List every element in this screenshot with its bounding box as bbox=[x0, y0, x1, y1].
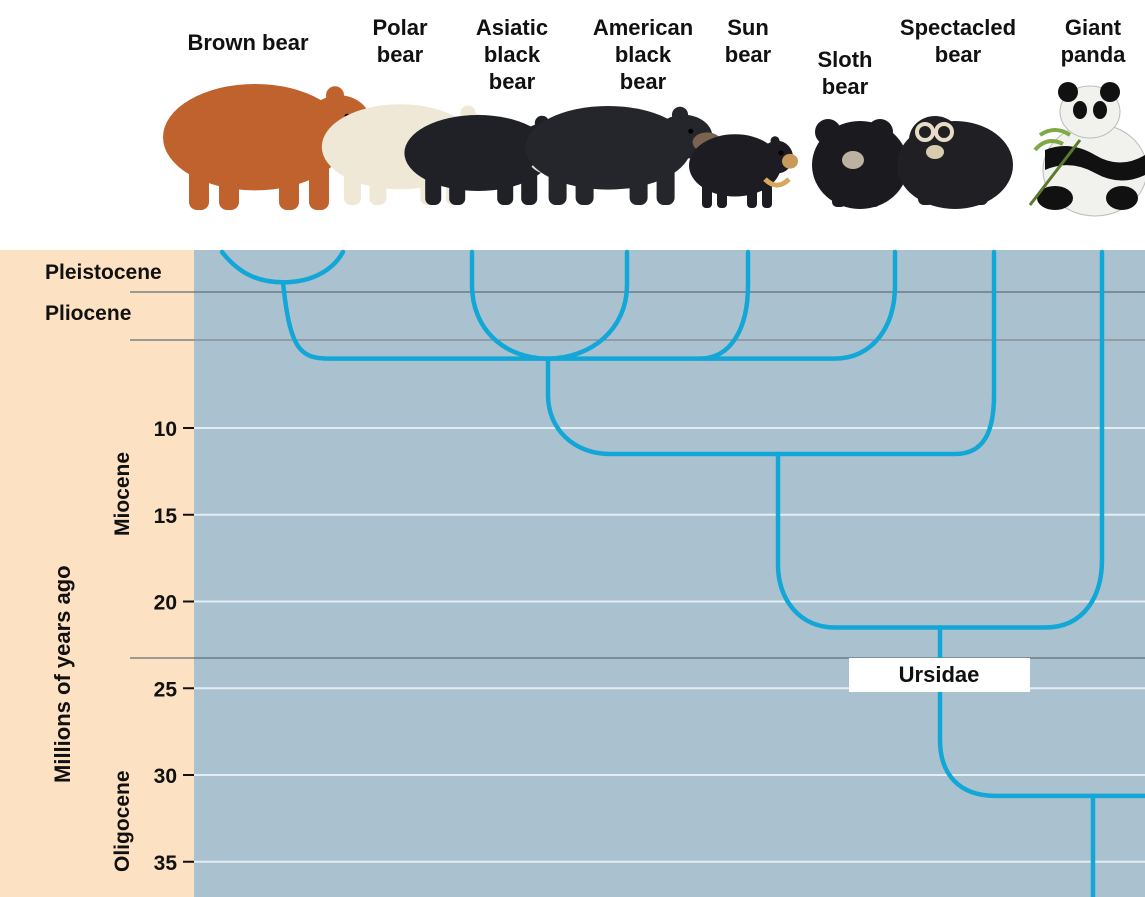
label-line: panda bbox=[1061, 42, 1127, 67]
label-line: Sun bbox=[727, 15, 769, 40]
label-line: Brown bear bbox=[187, 30, 308, 55]
giant-panda-illustration bbox=[1030, 82, 1145, 216]
ursidae-label: Ursidae bbox=[899, 662, 980, 687]
epoch-label-oligocene: Oligocene bbox=[111, 770, 134, 872]
axis-title: Millions of years ago bbox=[50, 565, 75, 783]
phylogeny-panel bbox=[194, 250, 1145, 897]
tick-label-30: 30 bbox=[154, 765, 177, 788]
label-line: black bbox=[615, 42, 672, 67]
label-line: bear bbox=[620, 69, 667, 94]
label-line: Asiatic bbox=[476, 15, 548, 40]
sloth-bear-illustration bbox=[812, 119, 908, 209]
tick-label-35: 35 bbox=[154, 852, 178, 875]
epoch-label-miocene: Miocene bbox=[111, 452, 134, 536]
label-line: bear bbox=[822, 74, 869, 99]
spectacled-bear-illustration bbox=[897, 116, 1013, 209]
label-line: Giant bbox=[1065, 15, 1122, 40]
epoch-label-pliocene: Pliocene bbox=[45, 302, 131, 325]
label-line: bear bbox=[725, 42, 772, 67]
label-line: American bbox=[593, 15, 693, 40]
label-line: Spectacled bbox=[900, 15, 1016, 40]
timeline-sidebar bbox=[0, 250, 194, 897]
label-line: bear bbox=[935, 42, 982, 67]
label-line: Polar bbox=[372, 15, 427, 40]
epoch-label-pleistocene: Pleistocene bbox=[45, 261, 162, 284]
sun-bear-illustration bbox=[689, 134, 798, 208]
tick-label-10: 10 bbox=[154, 418, 177, 441]
label-line: black bbox=[484, 42, 541, 67]
tick-label-20: 20 bbox=[154, 592, 177, 615]
label-line: bear bbox=[489, 69, 536, 94]
label-brown-bear: Brown bear bbox=[187, 30, 308, 55]
tick-label-25: 25 bbox=[154, 678, 178, 701]
label-line: bear bbox=[377, 42, 424, 67]
label-line: Sloth bbox=[818, 47, 873, 72]
tick-label-15: 15 bbox=[154, 505, 178, 528]
bear-illustrations bbox=[163, 82, 1145, 216]
